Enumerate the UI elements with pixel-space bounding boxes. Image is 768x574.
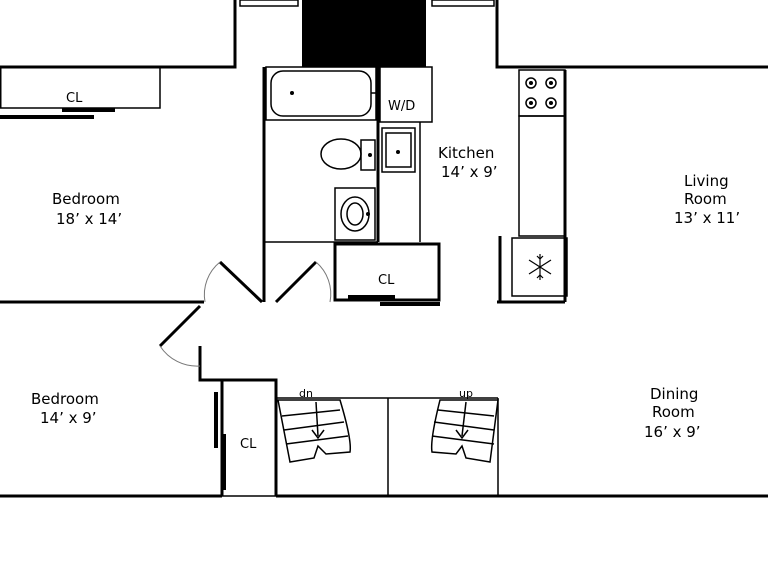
dining-name2: Room [652,403,695,421]
living-name: Living [684,172,729,190]
kitchen-counter [518,115,566,237]
living-name2: Room [684,190,727,208]
refrigerator [511,237,568,297]
stair-up-label: up [459,387,473,400]
closet-bedroom1-label: CL [66,91,83,106]
chimney-block [302,0,426,67]
snowflake-icon [528,254,552,280]
closet-center-label: CL [378,273,395,288]
walls [0,0,768,498]
laundry-area: W/D [377,66,433,242]
stair-down: dn [277,387,352,463]
room-labels: CL Bedroom 18’ x 14’ Kitchen 14’ x 9’ Li… [31,91,740,441]
bedroom2-dims: 14’ x 9’ [40,409,97,427]
bathroom [264,66,380,243]
washer-dryer-label: W/D [388,99,415,114]
bathtub [270,70,372,117]
closet-bedroom2-label: CL [240,437,257,452]
closet-center: CL [333,242,441,306]
bedroom1-dims: 18’ x 14’ [56,210,122,228]
stove [518,69,566,117]
stairs: dn up [276,387,499,496]
dining-dims: 16’ x 9’ [644,423,701,441]
stair-up: up [430,387,499,463]
bath-sink [334,187,376,241]
kitchen-name: Kitchen [438,144,494,162]
kitchen-dims: 14’ x 9’ [441,163,498,181]
dining-name: Dining [650,385,698,403]
closet-bedroom2: CL [214,392,257,490]
kitchen-sink [381,127,416,173]
bedroom1-name: Bedroom [52,190,120,208]
living-dims: 13’ x 11’ [674,209,740,227]
kitchen-appliances [498,69,568,302]
washer-dryer [379,66,433,123]
bedroom2-name: Bedroom [31,390,99,408]
toilet [320,138,362,170]
closet-bedroom1 [0,67,161,119]
door-swings [159,261,332,367]
stair-down-label: dn [299,387,313,400]
